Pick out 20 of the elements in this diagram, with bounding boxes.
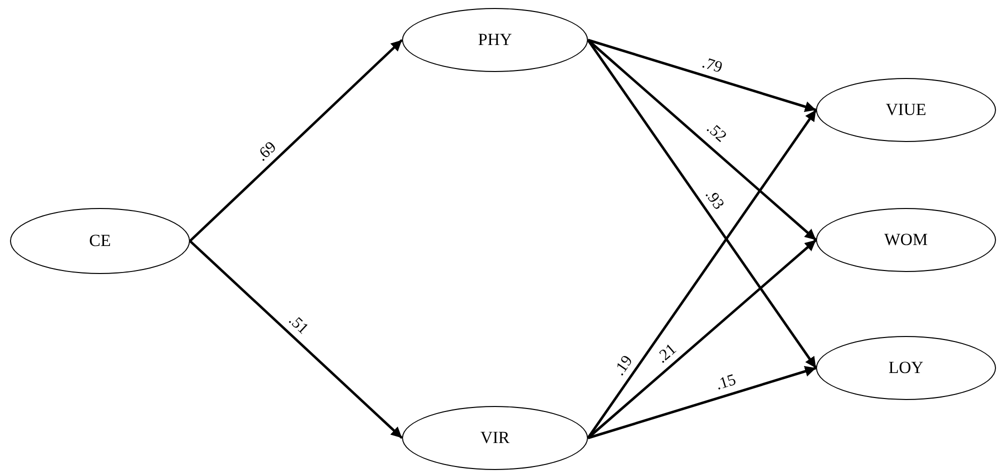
- edge-label: .19: [611, 352, 636, 378]
- ellipse-node: WOM: [816, 208, 996, 272]
- edge-label: .79: [700, 55, 724, 76]
- ellipse-node: LOY: [816, 336, 996, 400]
- ellipse-node: CE: [10, 208, 190, 274]
- edge-label: .15: [714, 372, 738, 394]
- arrow: [189, 240, 403, 439]
- arrow: [588, 366, 816, 440]
- edge-label: .51: [285, 312, 311, 338]
- edge-label: .93: [702, 188, 726, 214]
- ellipse-node: VIUE: [816, 78, 996, 142]
- arrow: [588, 38, 816, 112]
- edge-label: .52: [703, 120, 729, 146]
- edge-label: .21: [654, 341, 680, 366]
- arrow: [586, 39, 818, 369]
- ellipse-node: VIR: [402, 406, 588, 470]
- arrow: [189, 39, 403, 242]
- ellipse-node: PHY: [402, 8, 588, 72]
- edge-label: .69: [254, 139, 280, 165]
- arrow: [586, 109, 818, 439]
